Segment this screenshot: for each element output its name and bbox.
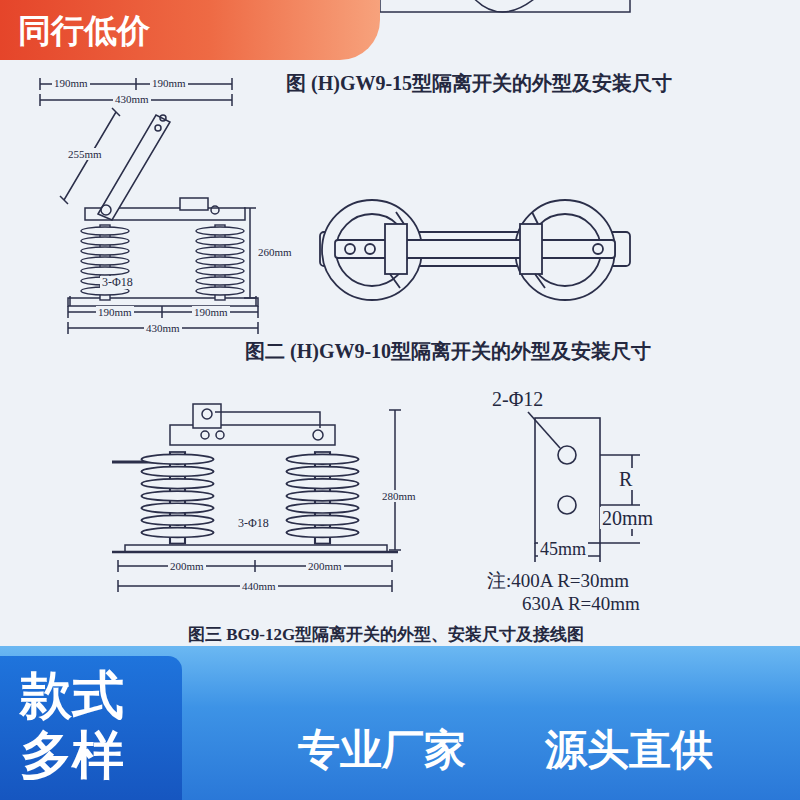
dimension-label: 255mm bbox=[66, 148, 104, 160]
figure-two-side-part bbox=[211, 206, 219, 214]
figure-two-top-part bbox=[520, 224, 542, 274]
figure-two-side-part bbox=[60, 108, 120, 204]
figure-three-side-part bbox=[216, 431, 224, 439]
terminal-plate-part bbox=[535, 418, 600, 543]
terminal-plate bbox=[528, 412, 640, 562]
terminal-plate-part bbox=[600, 455, 640, 505]
figure-two-side-part bbox=[155, 125, 161, 131]
dimension-label: 200mm bbox=[168, 560, 206, 572]
dimension-label: 260mm bbox=[256, 246, 294, 258]
hole-label: 3-Φ18 bbox=[100, 276, 135, 289]
dimension-label: 430mm bbox=[113, 93, 151, 105]
dimension-label: 190mm bbox=[52, 77, 90, 89]
figure-two-side-part bbox=[68, 298, 258, 306]
style-panel: 款式 多样 bbox=[0, 656, 182, 800]
hole-label: 3-Φ18 bbox=[236, 517, 271, 530]
dimension-label: 280mm bbox=[380, 490, 418, 502]
figure-two-side-part bbox=[98, 115, 170, 220]
figure-three-side-part bbox=[389, 410, 401, 550]
figure-three-side-part bbox=[287, 452, 359, 544]
figure-one-partial-part bbox=[380, 0, 630, 12]
figure-caption: 图 (H)GW9-15型隔离开关的外型及安装尺寸 bbox=[284, 72, 674, 94]
figure-one-partial-part bbox=[470, 0, 540, 12]
dimension-label: 430mm bbox=[144, 322, 182, 334]
dimension-label: 190mm bbox=[150, 77, 188, 89]
figure-three-side-part-part bbox=[142, 452, 214, 544]
promo-text: 款式 多样 bbox=[20, 666, 132, 786]
dimension-label: 20mm bbox=[600, 507, 655, 529]
figure-two-side-part bbox=[68, 322, 258, 334]
figure-three-side-part bbox=[118, 560, 392, 572]
figure-two-top-part bbox=[385, 224, 407, 274]
figure-three-side-part bbox=[112, 551, 398, 554]
figure-two-side-part bbox=[180, 198, 208, 210]
note-text: 注:400A R=30mm bbox=[485, 571, 631, 592]
figure-three-side-part bbox=[142, 452, 214, 544]
dimension-label: 45mm bbox=[538, 540, 588, 560]
figure-three-side-part bbox=[202, 409, 212, 419]
figure-one-partial-part bbox=[40, 78, 232, 90]
figure-three-side-part-part bbox=[287, 452, 359, 544]
figure-three-side-part bbox=[313, 430, 323, 440]
dimension-label: 440mm bbox=[240, 580, 278, 592]
figure-two-top-part bbox=[335, 240, 615, 258]
promo-text: 专业厂家 bbox=[298, 722, 466, 778]
figure-three-side-part bbox=[193, 404, 221, 428]
terminal-plate-part bbox=[528, 412, 560, 448]
figure-three-side-part bbox=[215, 412, 320, 428]
figure-two-side-part bbox=[70, 296, 256, 306]
figure-two-top-part bbox=[390, 212, 545, 288]
dimension-label: 190mm bbox=[96, 306, 134, 318]
promo-text: 源头直供 bbox=[545, 722, 713, 778]
figure-two-top-part bbox=[593, 244, 603, 254]
figure-caption: 图二 (H)GW9-10型隔离开关的外型及安装尺寸 bbox=[243, 340, 653, 362]
figure-two-side-part bbox=[196, 225, 244, 300]
figure-three-side-part bbox=[118, 580, 392, 592]
figure-two-side-part bbox=[101, 205, 111, 215]
dimension-label: R bbox=[617, 468, 634, 490]
terminal-plate-part bbox=[558, 496, 576, 514]
figure-two-side-part bbox=[160, 115, 166, 121]
figure-three-side-part bbox=[201, 431, 209, 439]
figure-two-top bbox=[320, 200, 630, 300]
promo-tag: 同行低价 bbox=[0, 0, 380, 60]
figure-two-top-part bbox=[345, 244, 355, 254]
figure-two-side bbox=[60, 108, 258, 334]
figure-two-side-part bbox=[244, 208, 256, 298]
terminal-plate-part bbox=[558, 446, 576, 464]
figure-caption: 图三 BG9-12G型隔离开关的外型、安装尺寸及接线图 bbox=[186, 626, 586, 645]
figure-two-top-part bbox=[365, 244, 375, 254]
note-text: 630A R=40mm bbox=[520, 594, 642, 615]
hole-label: 2-Φ12 bbox=[490, 388, 545, 410]
dimension-label: 200mm bbox=[306, 560, 344, 572]
promo-text: 同行低价 bbox=[18, 9, 150, 54]
figure-one-partial-part bbox=[40, 94, 232, 106]
dimension-label: 190mm bbox=[192, 306, 230, 318]
figure-two-side-part bbox=[68, 306, 258, 318]
figure-three-side bbox=[112, 404, 401, 592]
